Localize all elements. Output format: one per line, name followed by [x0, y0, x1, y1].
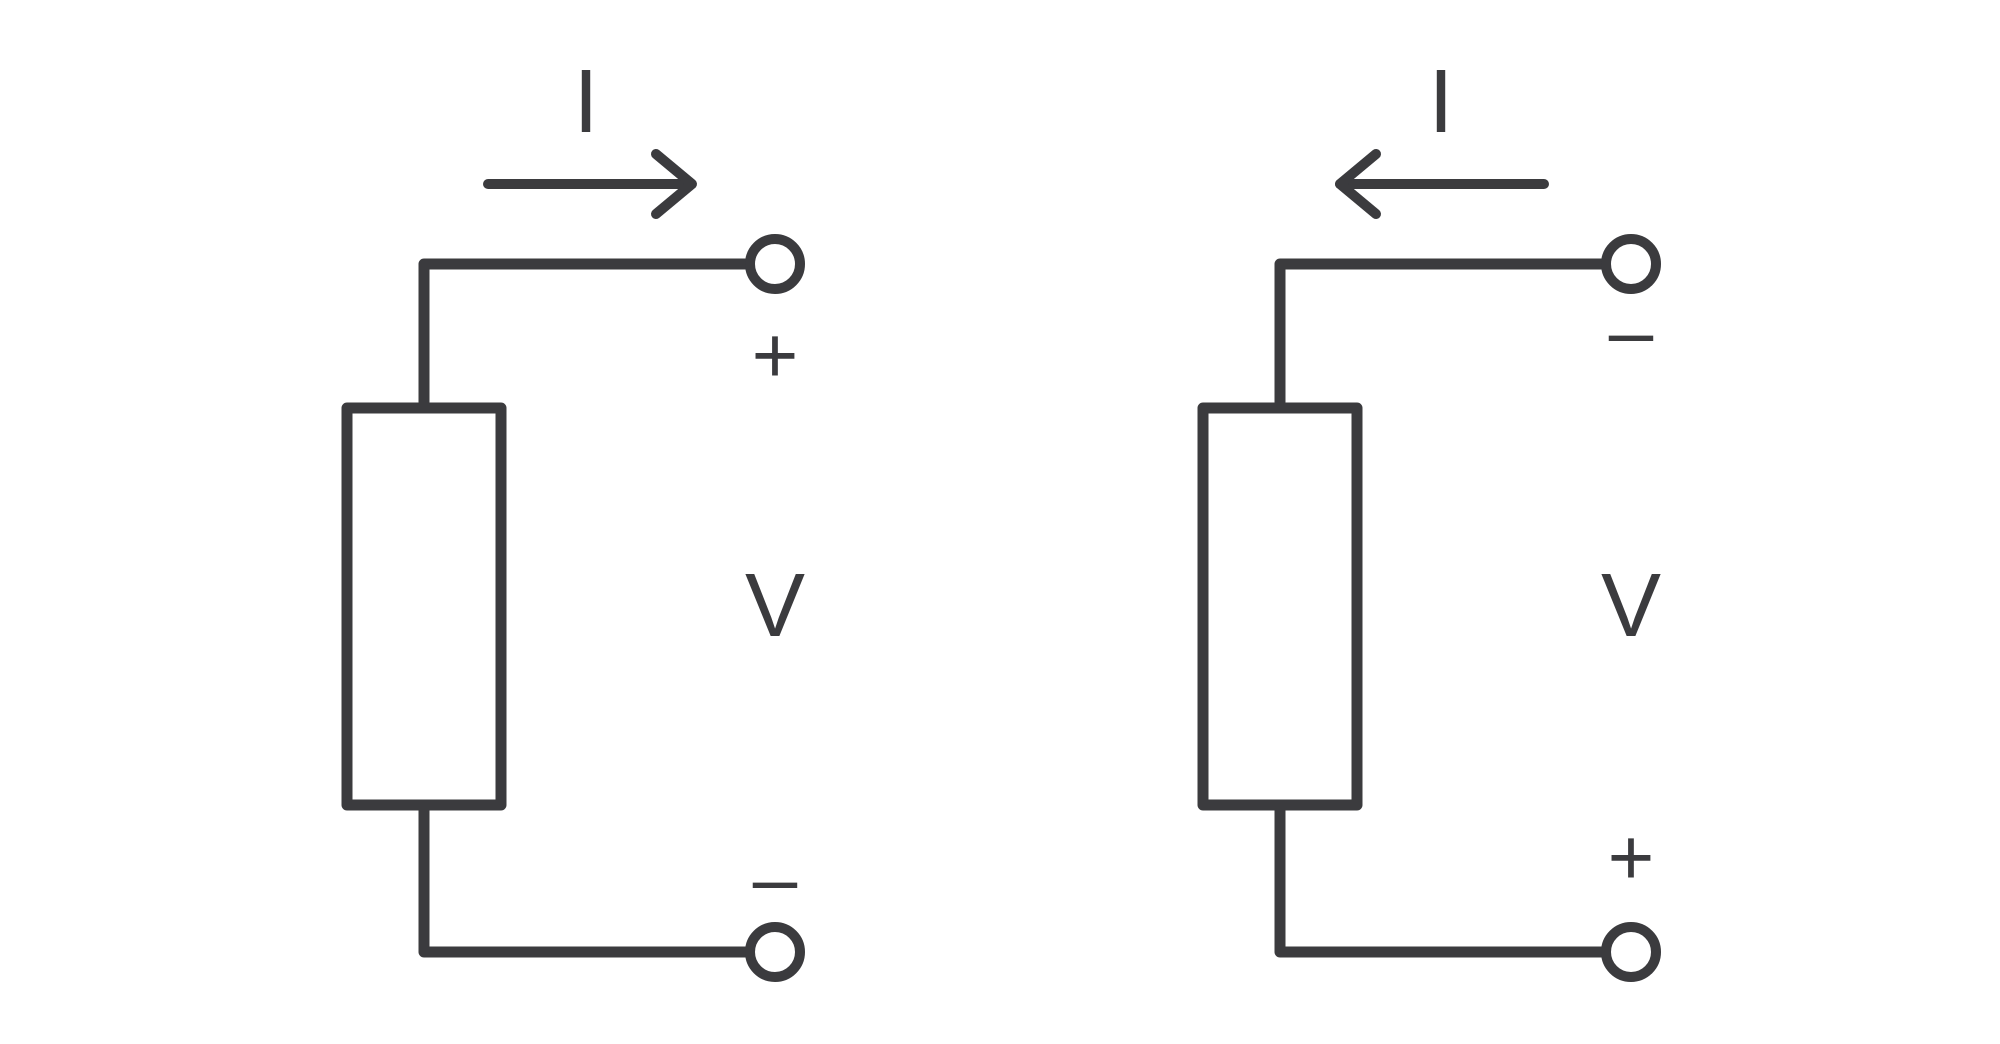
right-bottom-terminal[interactable]	[1601, 922, 1661, 982]
left-top-terminal[interactable]	[745, 234, 805, 294]
right-top-wire	[1274, 258, 1607, 408]
left-top-sign: +	[752, 311, 799, 400]
left-bottom-sign: –	[753, 834, 798, 923]
right-bottom-wire	[1274, 804, 1607, 958]
arrow-right-icon	[483, 149, 697, 219]
right-voltage-label: V	[1601, 556, 1661, 656]
left-component-body	[341, 402, 507, 811]
left-bottom-terminal[interactable]	[745, 922, 805, 982]
left-circuit: I + V –	[341, 52, 805, 982]
arrow-left-icon	[1335, 149, 1549, 219]
left-top-wire	[418, 258, 751, 408]
left-voltage-label: V	[745, 556, 805, 656]
right-bottom-sign: +	[1608, 813, 1655, 902]
right-top-terminal[interactable]	[1601, 234, 1661, 294]
left-current-label: I	[573, 52, 598, 152]
left-bottom-wire	[418, 804, 751, 958]
right-current-label: I	[1428, 52, 1453, 152]
right-circuit: I – V +	[1197, 52, 1661, 982]
right-top-sign: –	[1609, 287, 1654, 376]
right-component-body	[1197, 402, 1363, 811]
